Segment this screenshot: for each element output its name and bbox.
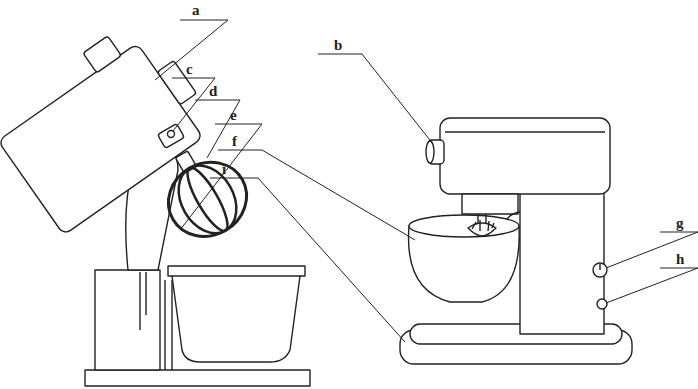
callout-letter: a	[192, 3, 200, 18]
mixer-head	[440, 118, 610, 194]
leader-line	[210, 178, 405, 342]
callout-letter: h	[676, 252, 684, 267]
callout-letter: c	[186, 62, 193, 77]
drive-hub	[157, 61, 196, 105]
leader-line	[180, 124, 262, 230]
leader-line	[606, 232, 698, 268]
callout-letter: f	[232, 134, 237, 149]
column	[95, 270, 160, 370]
control-dial	[593, 263, 607, 277]
bowl-support	[165, 280, 172, 370]
beater	[468, 223, 496, 236]
beater-wire	[472, 220, 494, 231]
whisk-wire	[155, 148, 260, 250]
leader-lines	[155, 20, 698, 342]
control-button	[597, 299, 607, 309]
dial-mark	[599, 264, 600, 270]
bowl-rim	[172, 275, 300, 276]
leader-line	[155, 20, 228, 80]
head-seam	[445, 131, 605, 132]
head-body	[0, 43, 203, 235]
whisk-wire	[167, 155, 248, 243]
callout-letter: d	[209, 84, 217, 99]
bowl	[168, 266, 305, 362]
knob-face	[426, 141, 434, 163]
attachment-socket	[157, 124, 184, 149]
head-neck	[462, 194, 518, 214]
socket-pin	[168, 131, 175, 138]
callout-letter: e	[230, 108, 237, 123]
head-knob	[83, 36, 121, 73]
mixer-head	[0, 13, 220, 235]
leader-line	[606, 268, 698, 303]
whisk	[147, 134, 260, 250]
callout-letter: b	[334, 38, 342, 53]
leader-line	[218, 150, 415, 240]
base-plate	[85, 370, 310, 386]
callout-letter: g	[676, 216, 684, 231]
leader-line	[318, 54, 433, 144]
leader-line	[195, 100, 240, 158]
callout-letter: i	[222, 162, 226, 177]
bowl-rim	[409, 215, 519, 237]
lever	[140, 272, 146, 330]
leader-line	[172, 78, 215, 131]
